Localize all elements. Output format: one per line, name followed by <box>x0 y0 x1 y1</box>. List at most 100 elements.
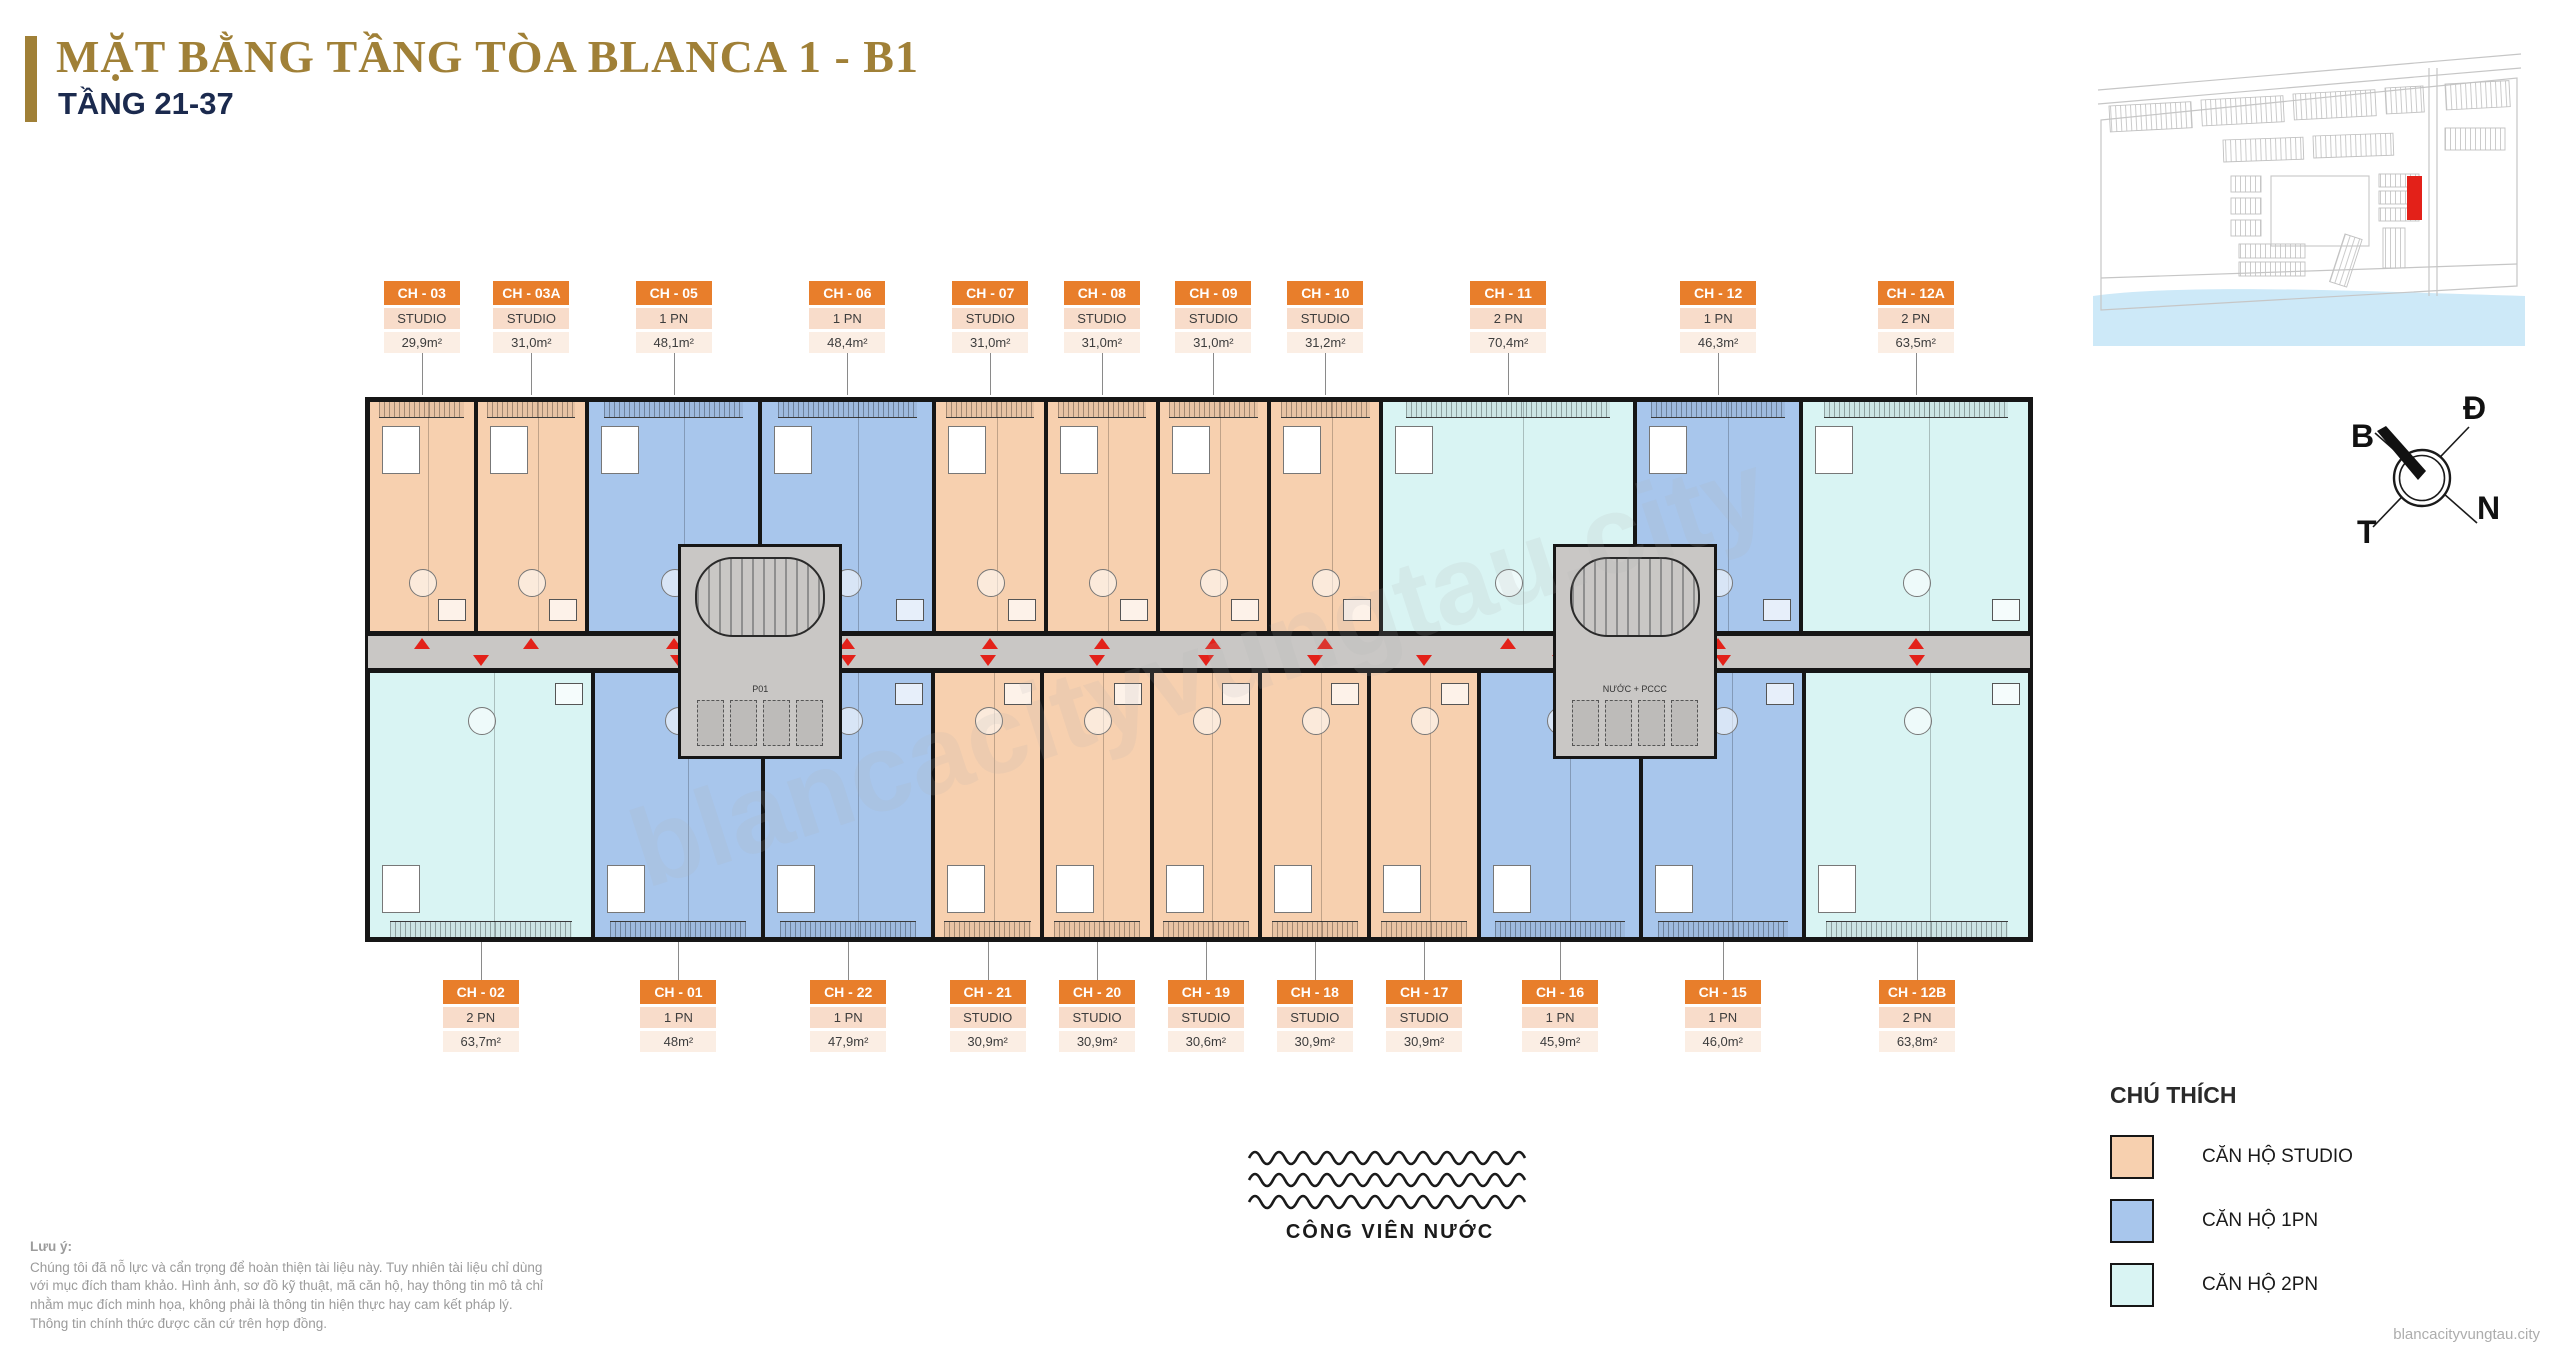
entry-marker <box>1093 638 1110 649</box>
bathroom-symbol <box>1343 599 1372 621</box>
unit-code: CH - 18 <box>1276 980 1353 1004</box>
bed-symbol <box>1395 426 1434 474</box>
label-connector <box>1097 942 1099 980</box>
unit-code: CH - 01 <box>640 980 717 1004</box>
unit-area: 30,9m² <box>1276 1031 1353 1052</box>
unit-type: 2 PN <box>1877 308 1954 329</box>
bathroom-symbol <box>437 599 466 621</box>
bathroom-symbol <box>1222 683 1251 705</box>
table-symbol <box>977 569 1006 597</box>
unit-CH-21 <box>932 671 1043 939</box>
wall-line <box>537 402 539 631</box>
label-connector <box>531 353 533 395</box>
balcony <box>1657 921 1788 937</box>
elevator <box>1604 700 1632 746</box>
unit-CH-18 <box>1260 671 1370 939</box>
unit-type: STUDIO <box>493 308 570 329</box>
unit-area: 30,9m² <box>1386 1031 1463 1052</box>
label-connector <box>421 353 423 395</box>
compass-south: N <box>2477 490 2500 526</box>
balcony <box>780 921 917 937</box>
legend-label: CĂN HỘ 1PN <box>2202 1210 2319 1231</box>
wall-line <box>1523 402 1525 631</box>
bathroom-symbol <box>1766 683 1795 705</box>
unit-CH-19 <box>1151 671 1261 939</box>
balcony <box>1169 402 1258 418</box>
unit-code: CH - 03 <box>383 281 460 305</box>
unit-type: 1 PN <box>1680 308 1757 329</box>
bed-symbol <box>489 426 528 474</box>
wall-line <box>858 673 860 937</box>
page-title: MẶT BẰNG TẦNG TÒA BLANCA 1 - B1 <box>56 31 919 82</box>
balcony <box>1271 921 1358 937</box>
wall-line <box>1930 673 1932 937</box>
entry-marker <box>979 655 996 666</box>
table-symbol <box>1495 569 1524 597</box>
balcony <box>487 402 576 418</box>
bed-symbol <box>948 426 987 474</box>
entry-marker <box>523 638 540 649</box>
wave-line <box>1247 1194 1527 1210</box>
plan-top-row <box>368 400 2030 633</box>
balcony <box>1380 921 1468 937</box>
table-symbol <box>1904 707 1933 735</box>
bed-symbol <box>382 426 420 474</box>
site-map-highlight <box>2407 176 2422 220</box>
unit-area: 30,9m² <box>949 1031 1026 1052</box>
unit-area: 63,7m² <box>442 1031 519 1052</box>
elevator-bank <box>689 700 831 746</box>
bathroom-symbol <box>1440 683 1469 705</box>
label-connector <box>1205 942 1207 980</box>
bathroom-symbol <box>1763 599 1792 621</box>
bed-symbol <box>774 426 813 474</box>
balcony <box>777 402 918 418</box>
label-connector <box>987 942 989 980</box>
unit-CH-08 <box>1046 400 1158 633</box>
balcony <box>1163 921 1249 937</box>
balcony <box>1280 402 1370 418</box>
unit-CH-10 <box>1269 400 1382 633</box>
bathroom-symbol <box>1008 599 1037 621</box>
bathroom-symbol <box>555 683 584 705</box>
compass-needle <box>2377 426 2426 480</box>
bathroom-symbol <box>1331 683 1360 705</box>
unit-area: 31,0m² <box>1063 332 1140 353</box>
wall-line <box>1727 402 1729 631</box>
legend-item-studio: CĂN HỘ STUDIO <box>2110 1135 2530 1179</box>
core-right: NƯỚC + PCCC <box>1552 544 1717 759</box>
disclaimer-line: Chúng tôi đã nỗ lực và cẩn trọng để hoàn… <box>30 1259 543 1275</box>
balcony <box>1057 402 1146 418</box>
unit-code: CH - 03A <box>493 281 570 305</box>
elevator <box>1571 700 1599 746</box>
legend-label: CĂN HỘ 2PN <box>2202 1274 2319 1295</box>
unit-code: CH - 12 <box>1680 281 1757 305</box>
unit-CH-09 <box>1157 400 1270 633</box>
entry-marker <box>839 638 856 649</box>
unit-type: STUDIO <box>1175 308 1252 329</box>
table-symbol <box>1200 569 1229 597</box>
unit-type: STUDIO <box>1059 1007 1136 1028</box>
site-map-water <box>2093 289 2525 346</box>
unit-code: CH - 12B <box>1879 980 1956 1004</box>
wall-line <box>1103 673 1105 937</box>
label-connector <box>1508 353 1510 395</box>
bed-symbol <box>1492 865 1531 913</box>
unit-code: CH - 02 <box>442 980 519 1004</box>
balcony <box>379 402 465 418</box>
unit-type: STUDIO <box>952 308 1029 329</box>
bathroom-symbol <box>1113 683 1142 705</box>
label-connector <box>1560 942 1562 980</box>
table-symbol <box>1411 707 1440 735</box>
entry-marker <box>840 655 857 666</box>
unit-code: CH - 15 <box>1684 980 1761 1004</box>
elevator <box>1670 700 1698 746</box>
wall-line <box>1331 402 1333 631</box>
